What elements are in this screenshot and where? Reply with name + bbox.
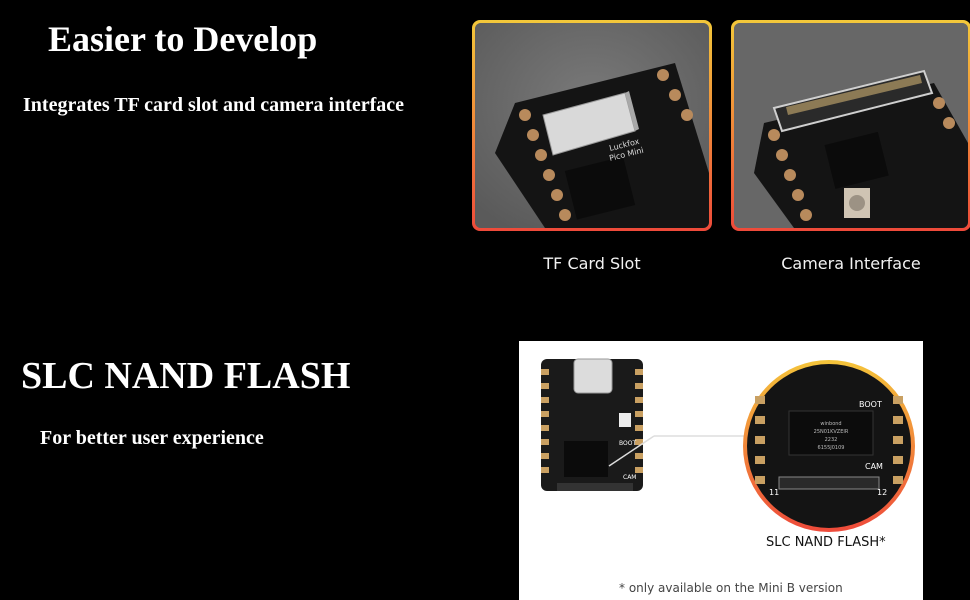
chip-text-4: 6155J0109: [818, 445, 845, 451]
small-board-cam: CAM: [623, 474, 636, 481]
heading-slc-nand-flash: SLC NAND FLASH: [21, 355, 351, 397]
chip-text-3: 2232: [825, 437, 838, 443]
subheading-better-experience: For better user experience: [40, 427, 264, 449]
camera-board-image: [734, 23, 968, 228]
nand-flash-panel: BOOT CAM winbond 25N01KVZEIR 2232 6155J0…: [519, 341, 923, 600]
slc-nand-flash-label: SLC NAND FLASH*: [766, 535, 886, 550]
photo-camera-interface: [731, 20, 970, 231]
chip-text-1: winbond: [820, 421, 841, 427]
mini-b-footnote: * only available on the Mini B version: [619, 581, 843, 595]
caption-camera-interface: Camera Interface: [781, 254, 921, 273]
chip-text-2: 25N01KVZEIR: [814, 429, 849, 435]
ring-boot-label: BOOT: [859, 400, 882, 409]
pin-11-label: 11: [769, 488, 779, 497]
small-board-boot: BOOT: [619, 440, 636, 447]
ring-cam-label: CAM: [865, 462, 883, 471]
subheading-integrates: Integrates TF card slot and camera inter…: [23, 94, 405, 116]
photo-tf-card-slot: Luckfox Pico Mini: [472, 20, 712, 231]
pin-12-label: 12: [877, 488, 887, 497]
heading-easier-to-develop: Easier to Develop: [48, 19, 318, 59]
tf-card-board-image: Luckfox Pico Mini: [475, 23, 709, 228]
nand-board-illustration: BOOT CAM winbond 25N01KVZEIR 2232 6155J0…: [541, 358, 915, 532]
caption-tf-card-slot: TF Card Slot: [543, 254, 641, 273]
